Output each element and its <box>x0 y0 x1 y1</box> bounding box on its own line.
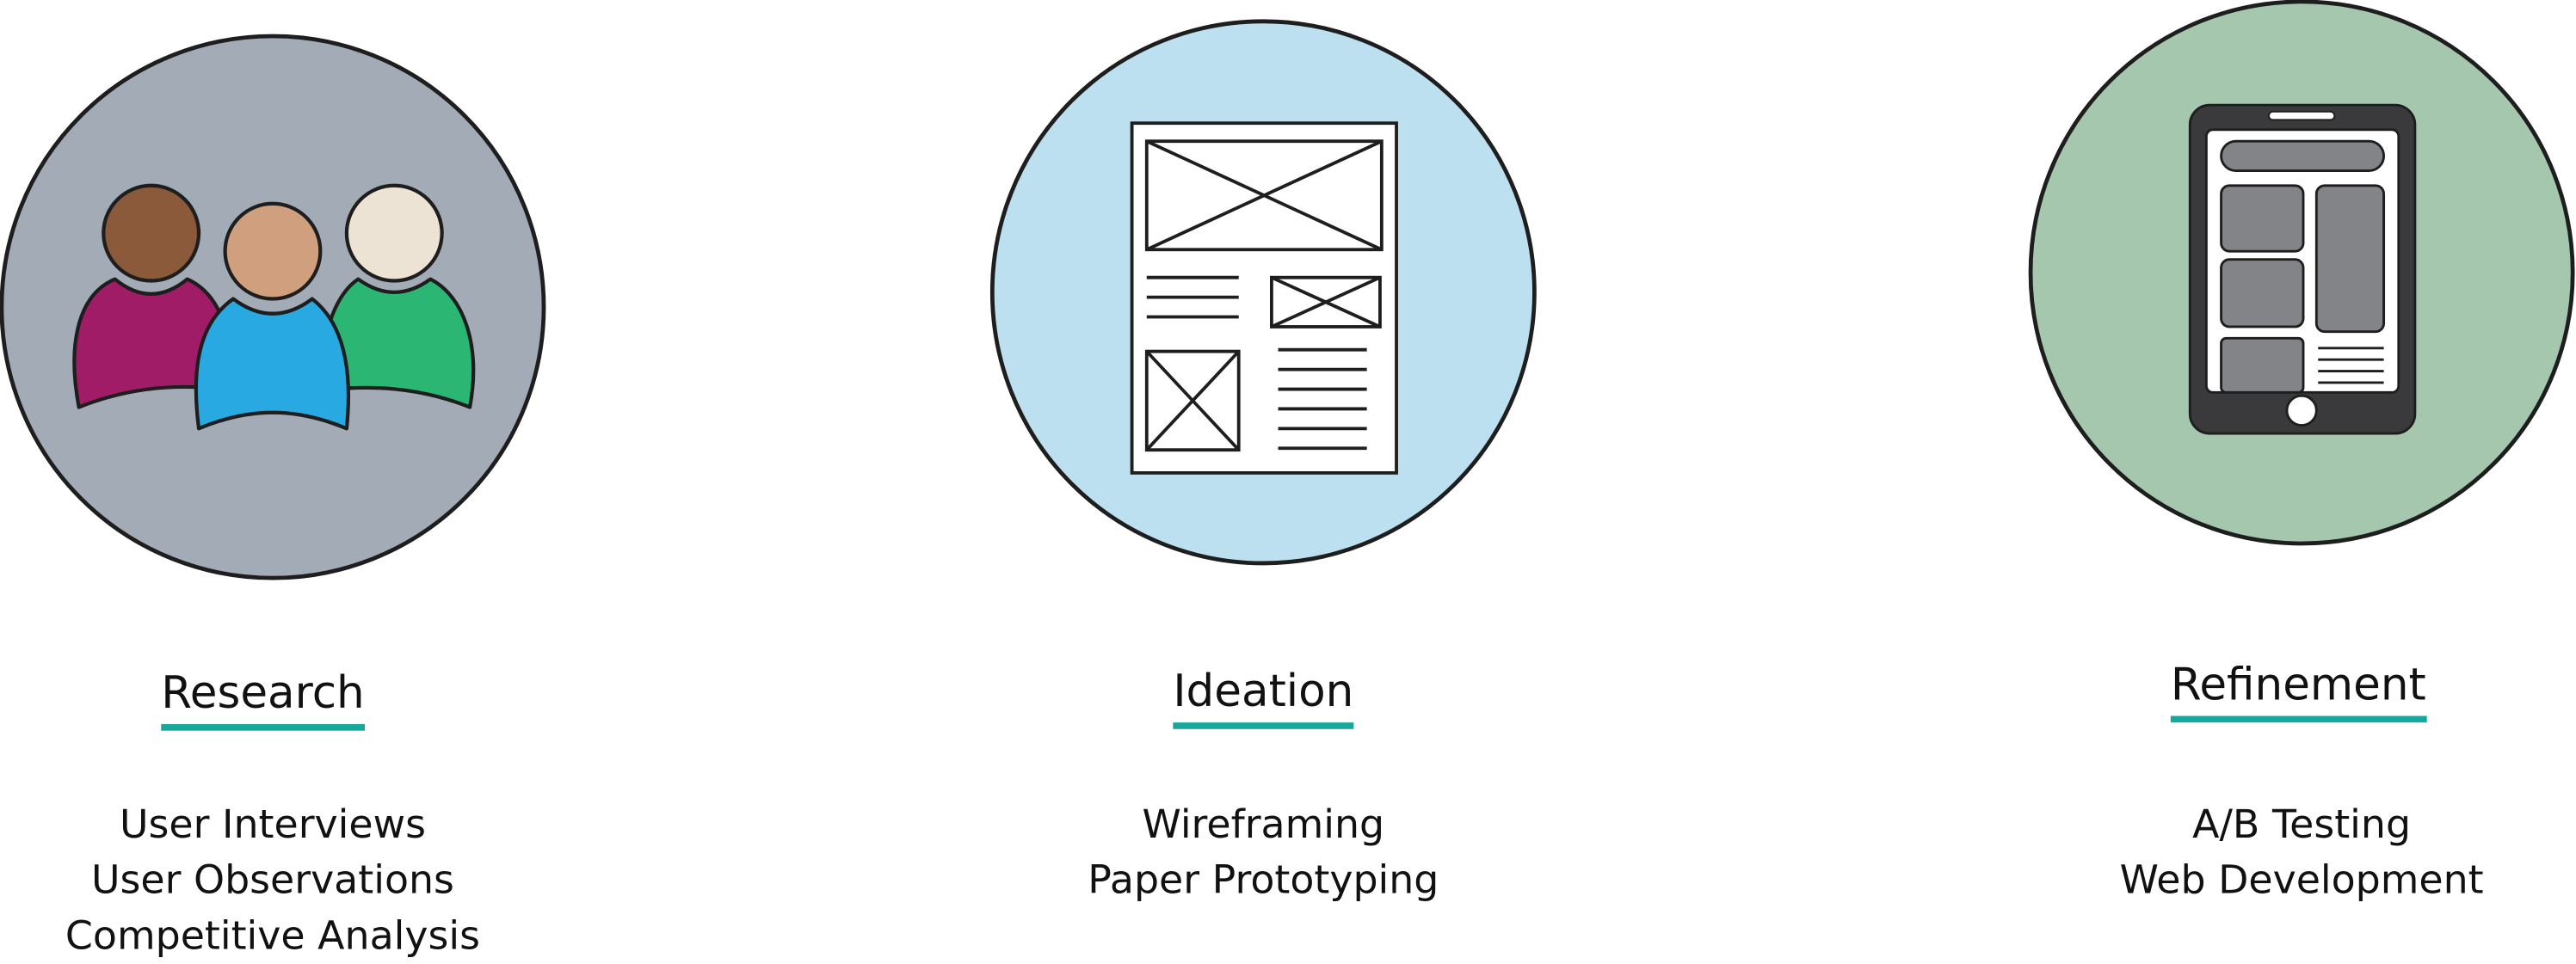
person-body-blue <box>194 297 351 431</box>
ideation-heading: Ideation <box>1173 666 1354 729</box>
screen-block-2 <box>2220 258 2305 328</box>
research-item: User Observations <box>90 857 454 904</box>
ideation-illustration <box>989 19 1537 566</box>
person-head-brown <box>102 183 201 283</box>
ideation-items: Wireframing Paper Prototyping <box>1088 796 1439 908</box>
screen-text-lines <box>2318 347 2384 384</box>
mobile-device-icon <box>2188 103 2417 435</box>
refinement-illustration <box>2028 0 2575 546</box>
ideation-item: Wireframing <box>1142 801 1385 848</box>
wireframe-icon <box>1130 121 1398 475</box>
wireframe-small-image <box>1269 275 1382 328</box>
research-item: Competitive Analysis <box>65 912 481 960</box>
research-items: User Interviews User Observations Compet… <box>65 796 480 964</box>
person-head-cream <box>344 183 444 283</box>
person-body-magenta <box>72 277 236 409</box>
person-body-green <box>317 277 476 409</box>
person-head-tan <box>223 201 323 301</box>
research-illustration <box>0 34 546 580</box>
screen-header-bar <box>2220 139 2386 173</box>
research-heading: Research <box>161 668 365 731</box>
wireframe-hero-image <box>1144 139 1384 252</box>
users-icon <box>72 183 476 431</box>
research-circle <box>0 34 546 580</box>
wireframe-square-image <box>1144 349 1241 452</box>
refinement-item: Web Development <box>2119 857 2484 904</box>
refinement-items: A/B Testing Web Development <box>2120 796 2484 908</box>
refinement-heading: Refinement <box>2170 660 2426 723</box>
wireframe-text-lines-left <box>1146 275 1239 319</box>
device-speaker <box>2267 110 2336 121</box>
screen-block-tall <box>2314 184 2386 334</box>
screen-block-3 <box>2220 336 2305 394</box>
device-home-button <box>2285 394 2318 427</box>
screen-block-1 <box>2220 184 2305 253</box>
research-item: User Interviews <box>119 801 426 848</box>
refinement-item: A/B Testing <box>2192 801 2412 848</box>
ideation-item: Paper Prototyping <box>1088 857 1439 904</box>
wireframe-text-lines-right <box>1278 347 1367 451</box>
